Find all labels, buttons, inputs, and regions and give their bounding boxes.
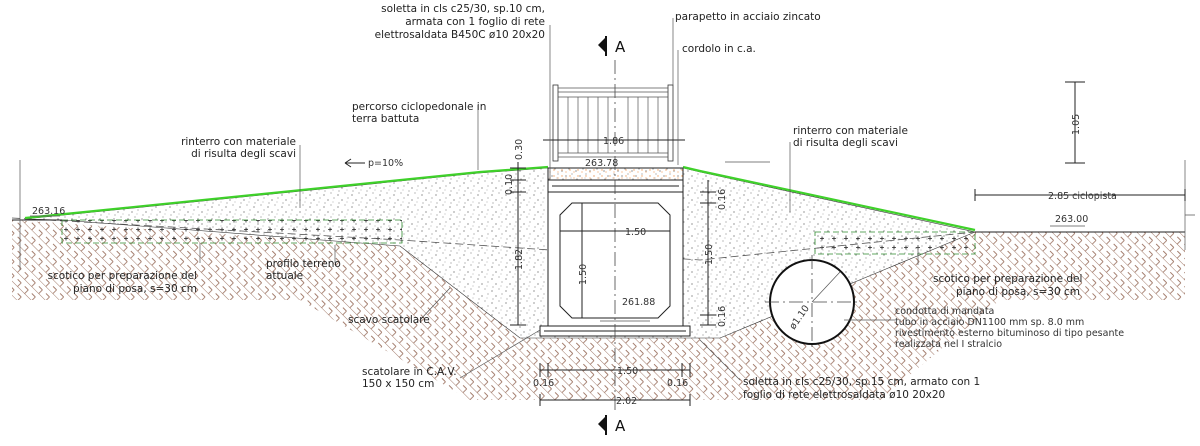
dim-cycle-path: 2.85 ciclopista <box>1048 191 1117 202</box>
label-profilo-1: profilo terreno <box>266 258 341 270</box>
elevation-left-ground: 263.16 <box>32 206 65 217</box>
scotico-right <box>814 231 976 255</box>
svg-text:A: A <box>615 417 626 435</box>
label-condotta-4: realizzata nel I stralcio <box>895 339 1002 350</box>
label-scotico-left-1: scotico per preparazione del <box>48 270 197 282</box>
dim-parapet-width: 1.86 <box>603 136 624 147</box>
label-scavo: scavo scatolare <box>348 314 430 326</box>
label-soletta-top-3: elettrosaldata B450C ø10 20x20 <box>375 29 545 41</box>
label-condotta-2: tubo in acciaio DN1100 mm sp. 8.0 mm <box>895 317 1084 328</box>
dim-fill-top: 0.30 <box>514 139 525 160</box>
box-culvert <box>539 60 691 410</box>
dim-right-top: 0.16 <box>717 189 728 210</box>
label-condotta-3: rivestimento esterno bituminoso di tipo … <box>895 328 1124 339</box>
dim-box-height: 1.82 <box>514 249 525 270</box>
label-cordolo: cordolo in c.a. <box>682 43 756 55</box>
grass-line-left <box>24 165 549 220</box>
dim-bottom-inner: 1.50 <box>617 366 638 377</box>
label-scotico-right-2: piano di posa, s=30 cm <box>956 286 1080 298</box>
label-parapetto: parapetto in acciaio zincato <box>675 11 821 23</box>
dim-inner-height: 1.50 <box>578 264 589 285</box>
dim-inner-width: 1.50 <box>625 227 646 238</box>
section-marker-top: A <box>598 36 626 56</box>
existing-soil <box>12 220 1185 400</box>
dim-right-mid: 1.50 <box>704 244 715 265</box>
pipe-dn1100 <box>765 255 860 350</box>
dim-right-bottom: 0.16 <box>717 306 728 327</box>
label-rinterro-right-2: di risulta degli scavi <box>793 137 898 149</box>
parapet <box>552 84 674 162</box>
elevation-right-ground: 263.00 <box>1055 214 1088 225</box>
grass-line-right <box>682 165 976 232</box>
label-scotico-right-1: scotico per preparazione del <box>933 273 1082 285</box>
label-rinterro-left-2: di risulta degli scavi <box>191 148 296 160</box>
label-soletta-bottom-2: foglio di rete elettrosaldata ø10 20x20 <box>743 389 945 401</box>
dim-bottom-wall-right: 0.16 <box>667 378 688 389</box>
svg-text:A: A <box>615 38 626 56</box>
leader-lines <box>199 18 919 381</box>
dim-bottom-wall-left: 0.16 <box>533 378 554 389</box>
label-rinterro-left-1: rinterro con materiale <box>181 136 296 148</box>
label-rinterro-right-1: rinterro con materiale <box>793 125 908 137</box>
svg-text:p=10%: p=10% <box>368 158 403 169</box>
label-percorso-1: percorso ciclopedonale in <box>352 101 486 113</box>
dim-total-width: 2.02 <box>616 396 637 407</box>
label-soletta-top-1: soletta in cls c25/30, sp.10 cm, <box>381 3 545 15</box>
dim-parapet-height: 1.05 <box>1071 114 1082 135</box>
label-scotico-left-2: piano di posa, s=30 cm <box>73 283 197 295</box>
label-percorso-2: terra battuta <box>352 113 419 125</box>
label-condotta-1: condotta di mandata <box>895 306 994 317</box>
label-profilo-2: attuale <box>266 270 303 282</box>
label-soletta-top-2: armata con 1 foglio di rete <box>405 16 545 28</box>
elevation-deck: 263.78 <box>585 158 618 169</box>
label-scatolare-1: scatolare in C.A.V. <box>362 366 457 378</box>
elevation-invert: 261.88 <box>622 297 655 308</box>
section-marker-bottom: A <box>598 415 626 435</box>
dimension-lines <box>30 81 1186 406</box>
slope-indicator: p=10% <box>344 158 403 169</box>
label-soletta-bottom-1: soletta in cls c25/30, sp.15 cm, armato … <box>743 376 980 388</box>
label-scatolare-2: 150 x 150 cm <box>362 378 434 390</box>
dim-slab-top: 0.10 <box>504 174 515 195</box>
